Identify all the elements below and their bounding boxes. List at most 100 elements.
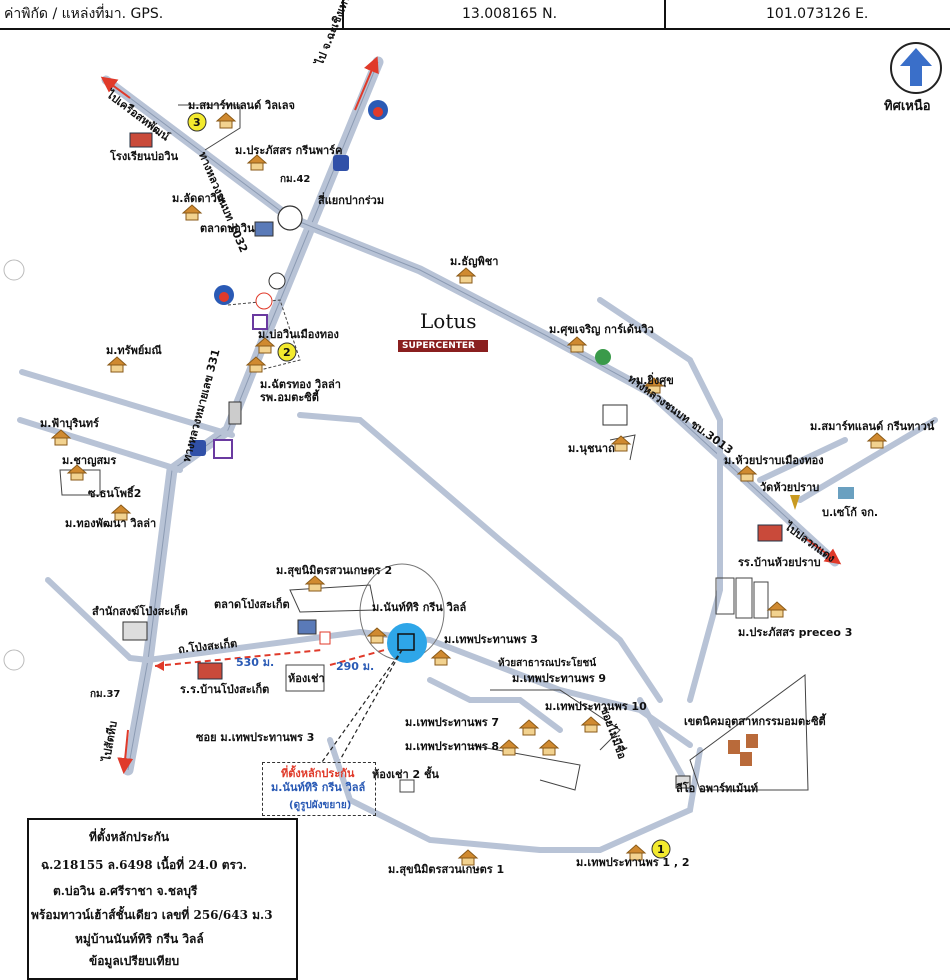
- place-room-rent-2: ห้องเช่า 2 ชั้น: [372, 768, 439, 781]
- legend-box: ที่ตั้งหลักประกัน ฉ.218155 ล.6498 เนื้อท…: [27, 818, 298, 980]
- arrow-southeast: [804, 537, 842, 565]
- legend-location: ต.บ่อวิน อ.ศรีราชา จ.ชลบุรี: [53, 884, 198, 898]
- flower-icon: [268, 272, 286, 290]
- place-room-rent: ห้องเช่า: [288, 672, 325, 685]
- place-checko: บ.เซโก้ จก.: [822, 506, 879, 519]
- fuel-station-icon: [214, 100, 388, 305]
- legend-building: พร้อมทาวน์เฮ้าส์ชั้นเดียว เลขที่ 256/643…: [31, 908, 273, 922]
- place-wat-huai-plab: วัดห้วยปราบ: [760, 481, 820, 494]
- comparison-marker-3: [187, 112, 207, 132]
- callout-note: (ดูรูปผังขยาย): [289, 800, 352, 811]
- factory-cluster-icon: [728, 734, 758, 766]
- place-thanya-pisha: ม.ธัญพิชา: [450, 255, 499, 268]
- arrow-north: [354, 56, 379, 111]
- place-nanthiri: ม.นันท์ทิริ กรีน วิลล์: [372, 601, 467, 614]
- place-chaloem-somporn: ม.ชาญสมร: [62, 454, 117, 467]
- north-indicator: [890, 42, 942, 94]
- callout-village: ม.นันท์ทิริ กรีน วิลล์: [271, 781, 366, 794]
- place-nuchnat: ม.นุชนาถ: [568, 442, 615, 455]
- place-apartment: ลีโอ อพาร์ทเม้นท์: [676, 782, 759, 795]
- arrow-northwest: [100, 76, 131, 99]
- header-label: ค่าพิกัด / แหล่งที่มา. GPS.: [4, 6, 164, 22]
- legend-collateral: ที่ตั้งหลักประกัน: [89, 830, 170, 844]
- comparison-marker-2: [277, 342, 297, 362]
- school-icon: [757, 524, 783, 542]
- soi-label: ซอย ม.เทพประทานพร 3: [196, 731, 315, 744]
- place-thongpatthana: ม.ทองพัฒนา วิลล่า: [65, 517, 157, 530]
- lotus-sub: SUPERCENTER: [402, 341, 475, 351]
- punch-hole: [3, 649, 25, 671]
- place-sukcharoen: ม.ศุขเจริญ การ์เด้นวิว: [549, 323, 654, 336]
- apartment-icon: [675, 775, 691, 789]
- place-school-huai-plab: รร.บ้านห้วยปราบ: [738, 556, 821, 569]
- hospital-icon: [228, 401, 242, 425]
- place-pong-sakaet-market: ตลาดโป่งสะเก็ต: [214, 598, 290, 611]
- place-bo-win-muang-thong: ม.บ่อวินเมืองทอง: [258, 328, 339, 341]
- place-prapatsorn-greenpark: ม.ประภัสสร กรีนพาร์ค: [235, 144, 343, 157]
- lotus-name: Lotus: [420, 309, 477, 333]
- distance-290: [329, 647, 393, 666]
- temple-icon: [790, 495, 800, 510]
- logo-icon: [602, 404, 628, 426]
- place-smart-land-greentown: ม.สมาร์ทแลนด์ กรีนทาวน์: [810, 420, 935, 433]
- place-chatthong-villa: ม.ฉัตรทอง วิลล่า: [260, 378, 341, 391]
- place-amata-hospital: รพ.อมตะซิตี้: [260, 391, 319, 404]
- latitude-value: 13.008165 N.: [462, 6, 558, 22]
- punch-hole: [3, 259, 25, 281]
- place-thepprathanporn7: ม.เทพประทานพร 7: [405, 716, 500, 729]
- place-fa-burin: ม.ฟ้าบุรินทร์: [40, 417, 99, 430]
- place-thepprathanporn9: ม.เทพประทานพร 9: [512, 672, 607, 685]
- place-smart-land-village: ม.สมาร์ทแลนด์ วิลเลจ: [188, 99, 295, 112]
- marker-2-label: 2: [283, 346, 291, 359]
- pak-ruam-junction: [277, 205, 303, 231]
- junction-label: สี่แยกปากร่วม: [318, 194, 385, 207]
- school-icon: [129, 132, 153, 148]
- place-suknimit1: ม.สุขนิมิตรสวนเกษตร 1: [388, 863, 505, 876]
- place-soi-thanpho2: ซ.ธนโพธิ์2: [88, 487, 142, 500]
- distance-530: [154, 649, 323, 667]
- temple-icon: [122, 621, 148, 641]
- place-km37: กม.37: [90, 689, 121, 700]
- place-thepprathanporn3: ม.เทพประทานพร 3: [444, 633, 539, 646]
- legend-comparison: ข้อมูลเปรียบเทียบ: [89, 954, 180, 968]
- cp-icon: [255, 292, 273, 310]
- place-subway-sap: ม.ทรัพย์มณี: [106, 344, 162, 357]
- place-school-pong-sakaet: ร.ร.บ้านโป่งสะเก็ต: [180, 683, 270, 696]
- place-bo-win-market: ตลาดบ่อวิน: [200, 222, 255, 235]
- place-huai-plab-muang-thong: ม.ห้วยปราบเมืองทอง: [724, 454, 824, 467]
- place-prapatsorn-preceo3: ม.ประภัสสร preceo 3: [738, 626, 853, 639]
- school-icon: [197, 662, 223, 680]
- place-thepprathanporn12: ม.เทพประทานพร 1 , 2: [576, 856, 690, 869]
- bank-icon: [190, 155, 349, 459]
- factory-icon: [838, 487, 854, 499]
- legend-deed: ฉ.218155 ล.6498 เนื้อที่ 24.0 ตรว.: [41, 858, 247, 872]
- place-bo-win-school: โรงเรียนบ่อวิน: [110, 150, 179, 163]
- bank-icon: [319, 631, 331, 645]
- place-public-path: ห้วยสาธารณประโยชน์: [498, 658, 597, 669]
- place-km42: กม.42: [280, 174, 311, 185]
- comparison-marker-1: [651, 839, 671, 859]
- marker-3-label: 3: [193, 116, 201, 129]
- legend-village: หมู่บ้านนันท์ทิริ กรีน วิลล์: [75, 932, 204, 946]
- place-lad-da-win: ม.ลัดดาวิน: [172, 192, 225, 205]
- collateral-highlight: [387, 623, 427, 663]
- longitude-value: 101.073126 E.: [766, 6, 869, 22]
- market-icon: [254, 221, 274, 237]
- coordinate-header: ค่าพิกัด / แหล่งที่มา. GPS. 13.008165 N.…: [0, 0, 950, 30]
- callout-title: ที่ตั้งหลักประกัน: [281, 767, 355, 780]
- place-suknimit2: ม.สุขนิมิตรสวนเกษตร 2: [276, 564, 393, 577]
- distance-530-label: 530 ม.: [236, 656, 275, 669]
- industrial-zone: [689, 674, 809, 791]
- distance-290-label: 290 ม.: [336, 660, 375, 673]
- place-ying-suk: ม.ยิ่งศุข: [636, 374, 674, 387]
- place-pong-sakaet-office: สำนักสงฆ์โป่งสะเก็ต: [92, 605, 188, 618]
- place-amata-industrial: เขตนิคมอุตสาหกรรมอมตะซิตี้: [684, 715, 826, 728]
- marker-1-label: 1: [657, 843, 665, 856]
- market-icon: [297, 619, 317, 635]
- collateral-callout: ที่ตั้งหลักประกัน ม.นันท์ทิริ กรีน วิลล์…: [262, 762, 376, 816]
- place-thepprathanporn8: ม.เทพประทานพร 8: [405, 740, 500, 753]
- place-thepprathanporn10: ม.เทพประทานพร 10: [545, 700, 647, 713]
- north-arrow-icon: [900, 48, 932, 86]
- arrow-south: [117, 729, 134, 774]
- north-label: ทิศเหนือ: [884, 99, 931, 114]
